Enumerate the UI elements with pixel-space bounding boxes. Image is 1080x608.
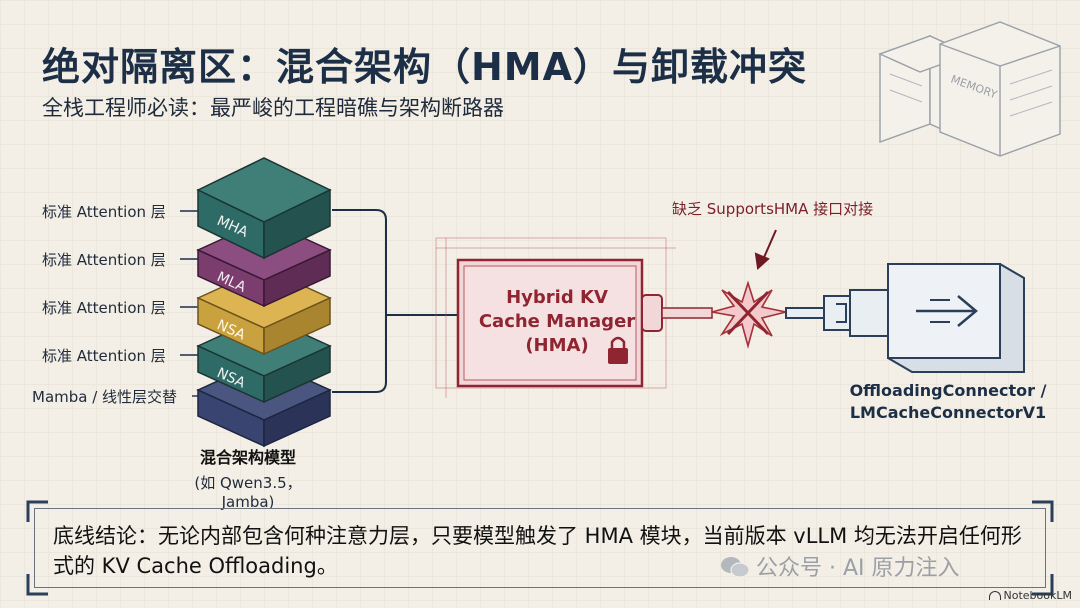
- hma-label-line1: Hybrid KV: [506, 287, 608, 308]
- memory-module-decoration: MEMORY: [878, 21, 1061, 157]
- hma-label-line2: Cache Manager: [478, 311, 636, 332]
- page-title: 绝对隔离区：混合架构（HMA）与卸载冲突: [42, 45, 808, 89]
- conclusion-frame-corners: [26, 500, 1054, 596]
- connector-plug: [785, 289, 889, 337]
- notebooklm-icon: [988, 591, 1001, 600]
- brand-badge: NotebookLM: [988, 589, 1072, 602]
- layer-label-3: 标准 Attention 层: [42, 299, 166, 317]
- stack-caption-title: 混合架构模型: [199, 448, 296, 467]
- stack-caption-sub: (如 Qwen3.5，Jamba): [194, 474, 302, 511]
- hma-module: [435, 237, 713, 398]
- watermark: 公众号 · AI 原力注入: [720, 550, 960, 582]
- connector-device: [887, 263, 1025, 373]
- layer-label-4: 标准 Attention 层: [42, 347, 166, 365]
- error-label: 缺乏 SupportsHMA 接口对接: [672, 200, 874, 218]
- stack-block-mha: MHA: [196, 157, 332, 260]
- layer-label-5: Mamba / 线性层交替: [32, 388, 178, 406]
- wechat-icon: [721, 557, 750, 578]
- stack-bracket: [332, 209, 458, 393]
- hma-label-line3: (HMA): [525, 335, 589, 356]
- layer-label-2: 标准 Attention 层: [42, 251, 166, 269]
- broken-connection-icon: [711, 280, 787, 350]
- lock-icon: [608, 336, 628, 364]
- connector-label: OffloadingConnector / LMCacheConnectorV1: [842, 380, 1054, 424]
- conclusion-box: 底线结论：无论内部包含何种注意力层，只要模型触发了 HMA 模块，当前版本 vL…: [34, 508, 1046, 588]
- brand-text: NotebookLM: [1003, 589, 1072, 602]
- error-arrow: [754, 229, 777, 270]
- connector-label-line1: OffloadingConnector /: [849, 381, 1047, 400]
- arrow-right-icon: [916, 295, 978, 327]
- layer-label-1: 标准 Attention 层: [42, 203, 166, 221]
- stack-caption: 混合架构模型 (如 Qwen3.5，Jamba): [168, 444, 328, 511]
- watermark-text: 公众号 · AI 原力注入: [756, 556, 960, 581]
- connector-label-line2: LMCacheConnectorV1: [849, 403, 1047, 422]
- page-subtitle: 全栈工程师必读：最严峻的工程暗礁与架构断路器: [42, 96, 504, 120]
- conclusion-text: 底线结论：无论内部包含何种注意力层，只要模型触发了 HMA 模块，当前版本 vL…: [53, 524, 1022, 578]
- hma-label: Hybrid KV Cache Manager (HMA): [462, 286, 652, 358]
